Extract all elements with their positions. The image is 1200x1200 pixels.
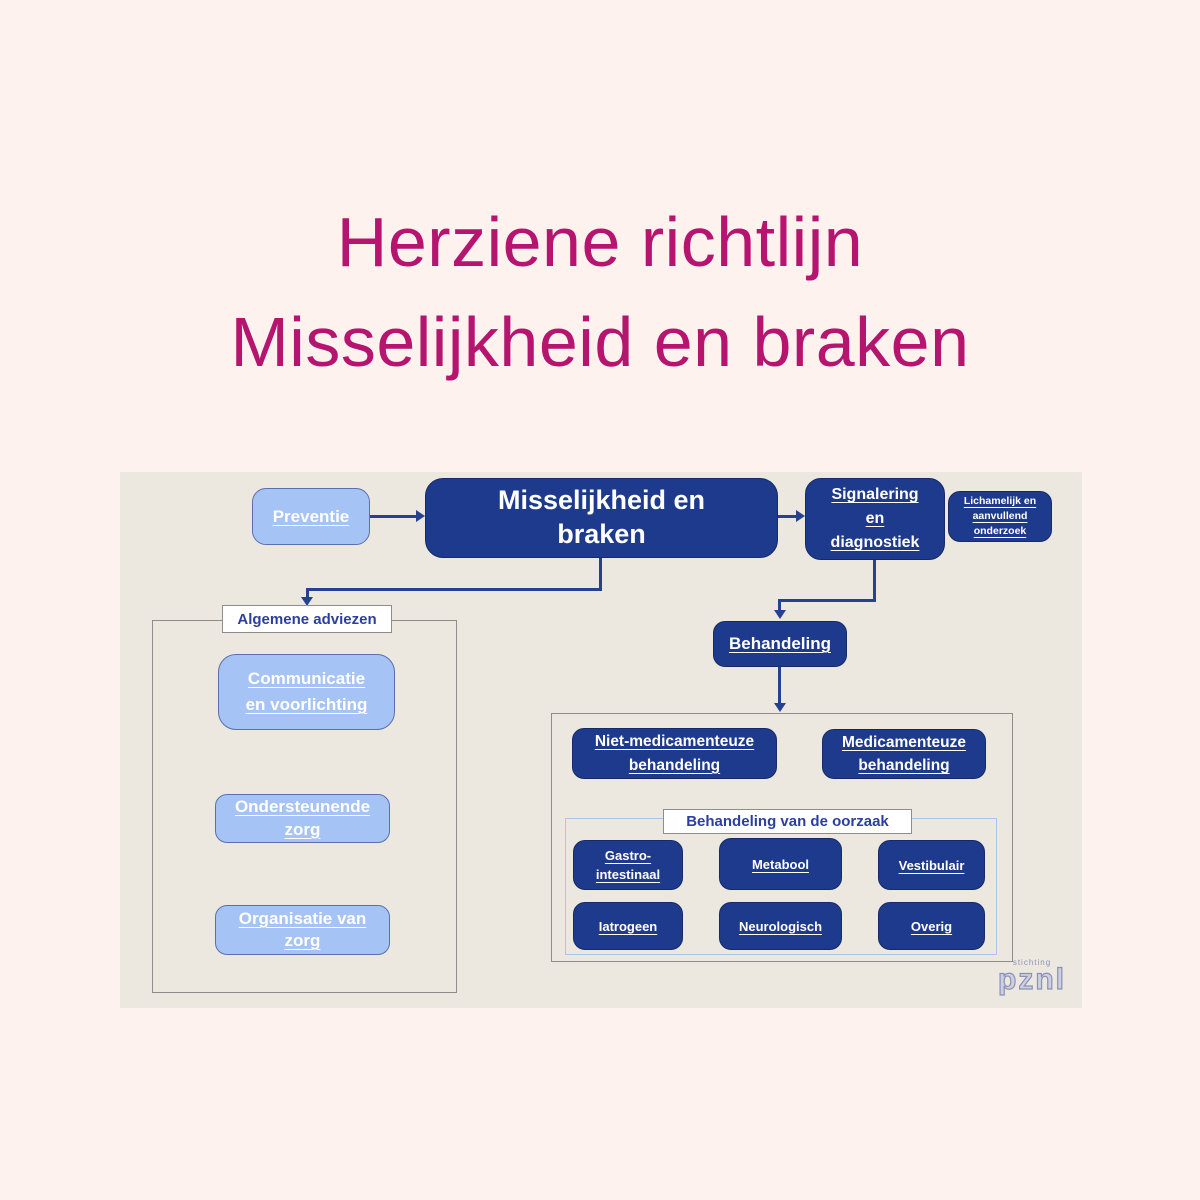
node-misselijkheid-en-braken[interactable]: Misselijkheid en braken	[425, 478, 778, 558]
page-title: Herziene richtlijn Misselijkheid en brak…	[0, 192, 1200, 392]
node-communicatie-line1: Communicatie	[247, 668, 366, 688]
node-overig-label: Overig	[910, 918, 953, 934]
node-vestibulair[interactable]: Vestibulair	[878, 840, 985, 890]
node-overig[interactable]: Overig	[878, 902, 985, 950]
connector-preventie-main	[370, 515, 417, 518]
node-neurologisch[interactable]: Neurologisch	[719, 902, 842, 950]
node-preventie-label: Preventie	[272, 506, 350, 526]
node-behandeling[interactable]: Behandeling	[713, 621, 847, 667]
flowchart-panel: Preventie Misselijkheid en braken Signal…	[120, 472, 1082, 1008]
node-organisatie-line1: Organisatie van	[238, 908, 367, 928]
node-ondersteunende-line2: zorg	[284, 819, 321, 839]
node-gastro-line1: Gastro-	[604, 847, 652, 863]
node-communicatie-en-voorlichting[interactable]: Communicatie en voorlichting	[218, 654, 395, 730]
node-niet-medicamenteuze-behandeling[interactable]: Niet-medicamenteuze behandeling	[572, 728, 777, 779]
node-signalering-line1: Signalering	[831, 486, 919, 503]
arrowhead-into-algemene	[301, 597, 313, 606]
node-iatrogeen-label: Iatrogeen	[598, 918, 658, 934]
behandeling-container	[551, 713, 1013, 962]
connector-into-behandeling	[778, 599, 781, 612]
page-title-line2: Misselijkheid en braken	[230, 303, 970, 381]
node-med-line1: Medicamenteuze	[841, 733, 967, 751]
label-oorzaak-text: Behandeling van de oorzaak	[686, 813, 889, 830]
connector-signalering-down	[873, 560, 876, 602]
node-metabool[interactable]: Metabool	[719, 838, 842, 890]
node-organisatie-van-zorg[interactable]: Organisatie van zorg	[215, 905, 390, 955]
node-neurologisch-label: Neurologisch	[738, 918, 823, 934]
node-signalering-line2: en	[865, 510, 885, 527]
node-lichamelijk-line1: Lichamelijk en	[963, 494, 1037, 507]
node-signalering-en-diagnostiek[interactable]: Signalering en diagnostiek	[805, 478, 945, 560]
node-main-line1: Misselijkheid en	[497, 485, 706, 516]
connector-main-left	[306, 588, 602, 591]
label-behandeling-van-de-oorzaak: Behandeling van de oorzaak	[663, 809, 912, 834]
connector-signalering-left	[778, 599, 876, 602]
node-ondersteunende-zorg[interactable]: Ondersteunende zorg	[215, 794, 390, 843]
label-algemene-adviezen-text: Algemene adviezen	[237, 610, 377, 628]
node-med-line2: behandeling	[858, 757, 950, 774]
arrowhead-into-behandeling	[774, 610, 786, 619]
node-signalering-line3: diagnostiek	[830, 534, 920, 551]
arrowhead-into-container	[774, 703, 786, 712]
node-lichamelijk-line2: aanvullend	[972, 509, 1028, 522]
node-lichamelijk-onderzoek[interactable]: Lichamelijk en aanvullend onderzoek	[948, 491, 1052, 542]
node-communicatie-line2: en voorlichting	[245, 695, 368, 714]
node-lichamelijk-line3: onderzoek	[973, 525, 1027, 538]
node-main-line2: braken	[557, 519, 646, 549]
node-iatrogeen[interactable]: Iatrogeen	[573, 902, 683, 950]
node-metabool-label: Metabool	[751, 856, 810, 872]
node-preventie[interactable]: Preventie	[252, 488, 370, 545]
node-gastro-intestinaal[interactable]: Gastro- intestinaal	[573, 840, 683, 890]
node-behandeling-label: Behandeling	[728, 634, 831, 653]
node-medicamenteuze-behandeling[interactable]: Medicamenteuze behandeling	[822, 729, 986, 779]
node-ondersteunende-line1: Ondersteunende	[234, 797, 371, 817]
pznl-logo: stichting pznl	[990, 958, 1074, 996]
node-gastro-line2: intestinaal	[595, 867, 661, 882]
connector-into-algemene	[306, 588, 309, 599]
node-niet-med-line1: Niet-medicamenteuze	[594, 733, 755, 751]
label-algemene-adviezen: Algemene adviezen	[222, 605, 392, 633]
connector-main-down	[599, 558, 602, 591]
pznl-logo-wordmark: pznl	[997, 963, 1066, 996]
connector-main-signalering	[778, 515, 797, 518]
node-vestibulair-label: Vestibulair	[898, 857, 965, 873]
arrowhead-into-main	[416, 510, 425, 522]
node-niet-med-line2: behandeling	[628, 756, 721, 774]
page-title-line1: Herziene richtlijn	[336, 203, 864, 281]
node-organisatie-line2: zorg	[284, 931, 321, 950]
connector-behandeling-down	[778, 667, 781, 705]
pznl-logo-stichting-text: stichting	[1012, 958, 1052, 967]
arrowhead-into-signalering	[796, 510, 805, 522]
